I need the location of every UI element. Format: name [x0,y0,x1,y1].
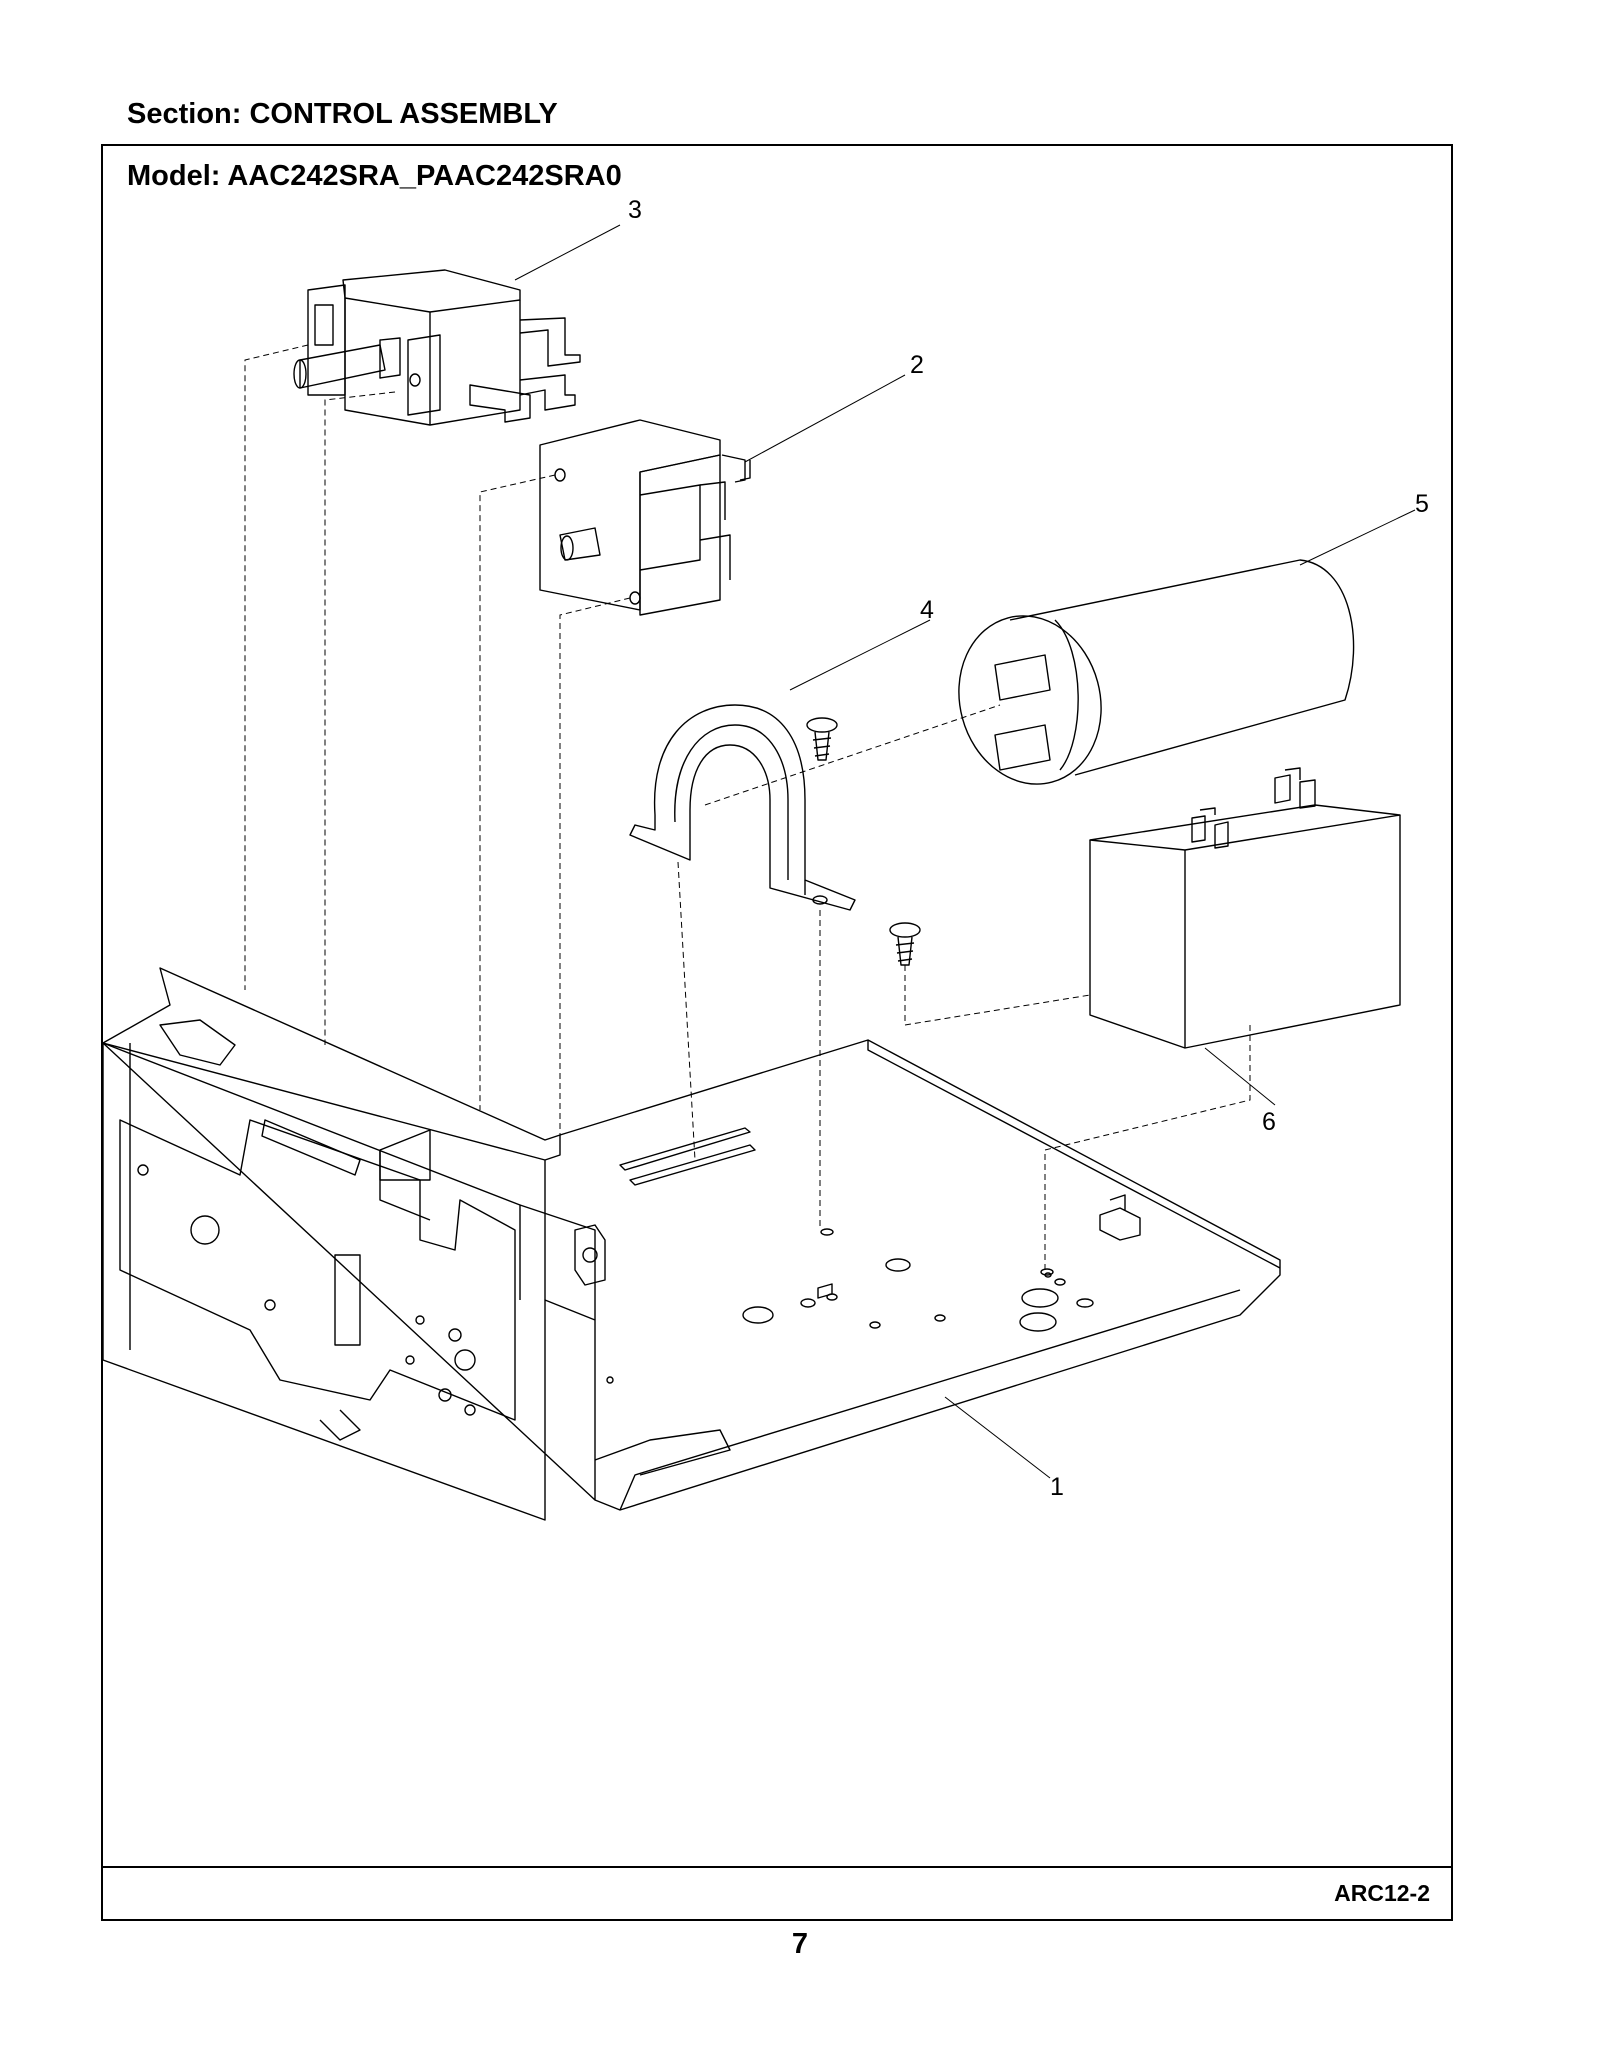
alignment-lines [244,344,1251,1270]
callout-labels: 3 2 4 5 6 1 [628,196,1429,1501]
model-title: Model: AAC242SRA_PAAC242SRA0 [127,160,622,192]
part-4-strap [629,704,856,911]
part-1-base-plate [102,967,1281,1521]
part-6-relay [1089,767,1401,1049]
footer-divider [101,1866,1453,1868]
part-2-switch [539,419,751,616]
diagram-frame [101,144,1453,1921]
callout-3: 3 [628,196,642,224]
leader-lines [514,224,1416,1479]
callout-6: 6 [1262,1108,1276,1136]
screw-4 [806,717,838,761]
part-3-rotary-switch [293,269,581,426]
section-title: Section: CONTROL ASSEMBLY [127,98,558,130]
callout-4: 4 [920,596,934,624]
document-code: ARC12-2 [1334,1880,1430,1906]
part-5-capacitor [958,559,1355,785]
callout-1: 1 [1050,1473,1064,1501]
callout-5: 5 [1415,490,1429,518]
screw-6 [889,922,921,966]
callout-2: 2 [910,351,924,379]
page-number: 7 [791,1928,809,1960]
